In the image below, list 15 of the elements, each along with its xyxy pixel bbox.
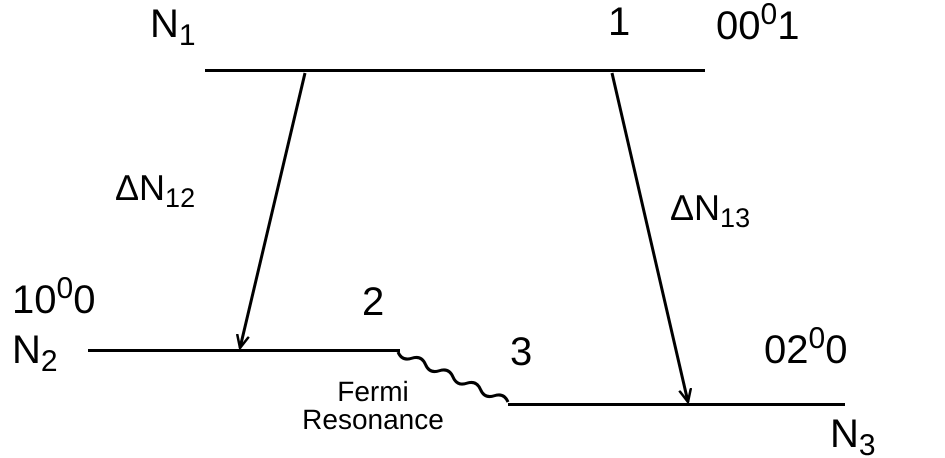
edge-label: ΔN$_{13}$ [670,190,752,226]
energy-level-line [88,349,400,352]
level-label: N$_{1}$ [150,4,196,44]
energy-level-line [508,403,845,406]
wavy-line [396,351,510,403]
level-label: N$_{2}$ [12,330,58,370]
arrow [610,72,692,404]
arrow [236,72,306,350]
level-label: N$_{3}$ [830,414,876,454]
level-number: 2 [362,282,384,322]
edge-label: ΔN$_{12}$ [115,170,196,206]
level-number: 3 [510,332,532,372]
energy-level-line [205,69,705,72]
level-number: 1 [608,2,630,42]
edge-label: Fermi Resonance [301,378,445,434]
